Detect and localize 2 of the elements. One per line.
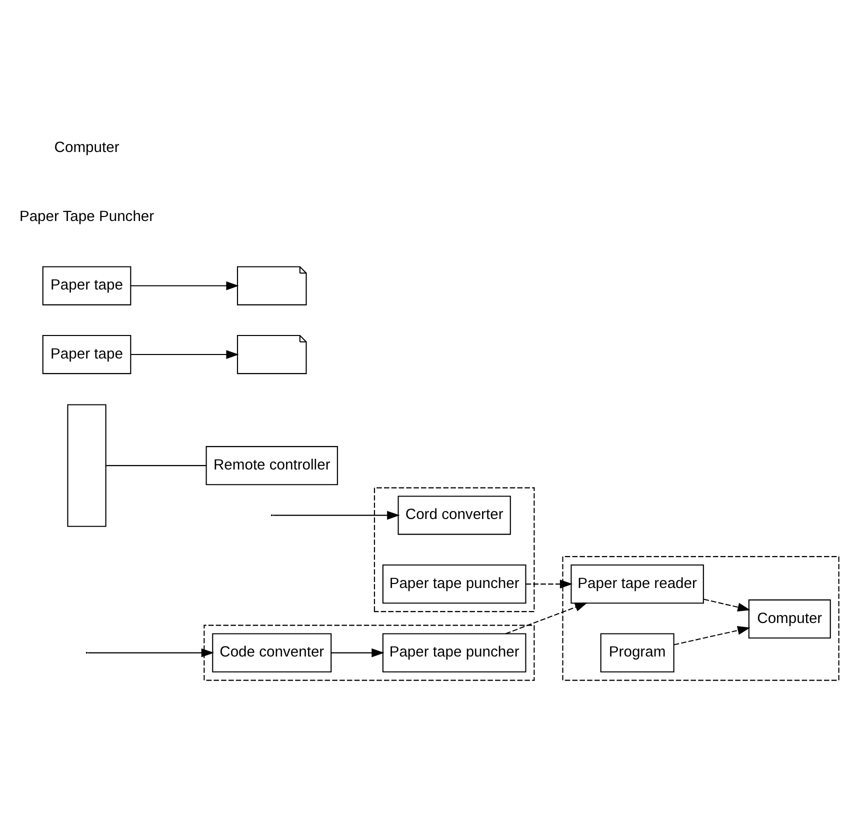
label: Paper Tape Puncher — [19, 208, 154, 225]
label: Computer — [54, 140, 120, 156]
